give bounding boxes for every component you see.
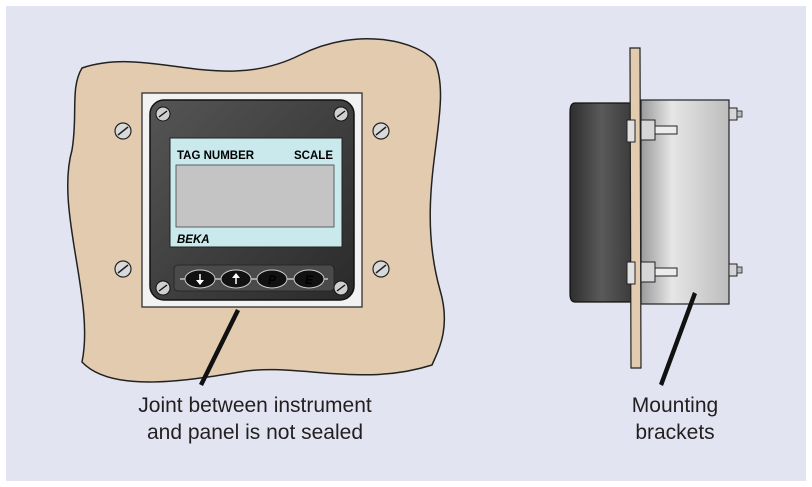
bracket-caption: Mounting brackets — [585, 392, 765, 446]
panel-screw — [372, 260, 390, 278]
button-strip — [173, 264, 335, 292]
joint-caption-line-2: and panel is not sealed — [147, 421, 363, 444]
bracket-caption-line-1: Mounting — [631, 394, 719, 417]
instrument-side-body — [569, 102, 634, 303]
panel-screw — [114, 260, 132, 278]
bracket-pointer — [659, 292, 697, 386]
joint-pointer — [199, 309, 240, 386]
p-button[interactable]: P — [256, 269, 288, 289]
bezel-screw — [333, 106, 349, 122]
side-view — [569, 47, 743, 386]
mounting-bracket-bottom — [626, 261, 743, 285]
mounting-bracket-top — [626, 107, 743, 143]
e-button[interactable]: E — [293, 269, 325, 289]
p-button-label: P — [268, 273, 277, 287]
up-arrow-icon — [232, 273, 240, 284]
joint-caption: Joint between instrument and panel is no… — [90, 392, 420, 446]
e-button-label: E — [305, 273, 314, 287]
display-window — [175, 164, 335, 228]
brand-logo: BEKA — [177, 234, 210, 246]
bezel-screw — [155, 106, 171, 122]
scale-label: SCALE — [294, 150, 333, 162]
panel-edge — [629, 47, 642, 369]
bezel-screw — [155, 280, 171, 296]
down-arrow-icon — [196, 274, 204, 285]
down-button[interactable] — [184, 269, 216, 289]
up-button[interactable] — [220, 269, 252, 289]
bezel-screw — [333, 280, 349, 296]
panel-screw — [372, 122, 390, 140]
joint-caption-line-1: Joint between instrument — [138, 394, 372, 417]
front-view: TAG NUMBER SCALE BEKA — [67, 37, 446, 386]
bracket-caption-line-2: brackets — [635, 421, 715, 444]
panel-screw — [114, 122, 132, 140]
tag-number-label: TAG NUMBER — [177, 150, 255, 162]
